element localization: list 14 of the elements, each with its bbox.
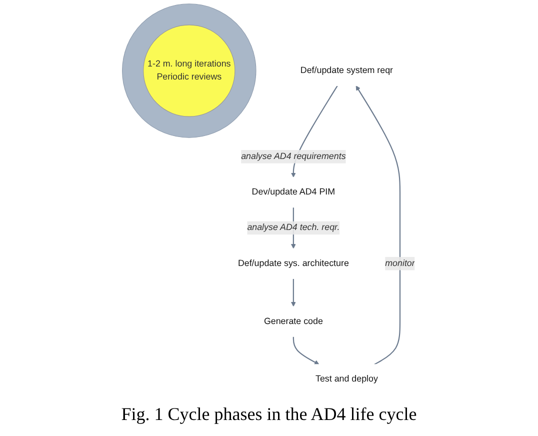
node-text: Def/update sys. architecture bbox=[238, 258, 350, 268]
node-text: Generate code bbox=[264, 316, 324, 326]
node-text: Def/update system reqr bbox=[300, 66, 394, 76]
arrow bbox=[291, 278, 296, 307]
edge-label: analyse AD4 tech. reqr. bbox=[248, 222, 340, 232]
figure-caption: Fig. 1 Cycle phases in the AD4 life cycle bbox=[120, 404, 418, 425]
node-circle: 1-2 m. long iterations Periodic reviews bbox=[143, 24, 236, 117]
node-text: Dev/update AD4 PIM bbox=[252, 187, 336, 197]
arrow bbox=[356, 86, 401, 365]
arrow bbox=[293, 336, 320, 365]
edge-label: analyse AD4 requirements bbox=[241, 152, 346, 162]
edge-label: monitor bbox=[385, 258, 416, 268]
node-text: Test and deploy bbox=[316, 374, 378, 384]
cluster bbox=[122, 4, 257, 138]
